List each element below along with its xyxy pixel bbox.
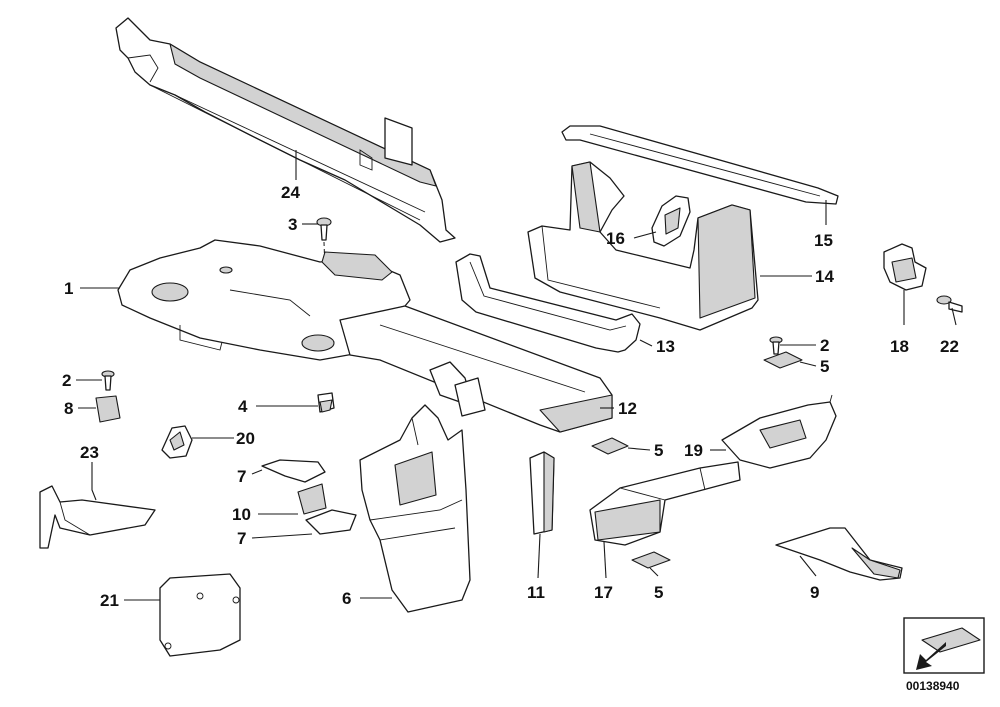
callout-24: 24 [281,183,300,202]
callout-7-upper: 7 [237,467,246,486]
callout-12: 12 [618,399,637,418]
part-1-floor-panel [117,239,411,361]
callout-labels: 24 3 1 2 8 4 20 23 7 10 7 21 6 11 17 5 9… [62,183,959,610]
part-20-bracket [161,425,193,459]
part-22-screw [936,295,963,313]
part-2-screw-left [101,370,115,391]
callout-21: 21 [100,591,119,610]
callout-13: 13 [656,337,675,356]
callout-11: 11 [527,583,545,602]
part-3-screw [316,217,332,241]
part-12-floor-channel [339,305,613,433]
arrow-icon [916,642,946,670]
part-14-heater-box [527,161,759,331]
part-24-air-duct [115,17,456,243]
part-7-clip-upper [261,459,326,483]
callout-18: 18 [890,337,909,356]
part-7-clip-lower [305,509,357,535]
part-5-clip-right [763,351,803,369]
part-13-seal-frame [455,253,641,353]
part-19-shield [721,394,837,469]
callout-17: 17 [594,583,613,602]
callout-7-lower: 7 [237,529,246,548]
callout-2-left: 2 [62,371,71,390]
part-6-duct-housing [359,404,471,613]
view-orientation-symbol [903,617,985,674]
callout-1: 1 [64,279,73,298]
part-15-strap [561,125,839,205]
callout-23: 23 [80,443,99,462]
callout-16: 16 [606,229,625,248]
part-23-bracket-plate [39,485,156,549]
leader-lines [76,150,957,601]
part-9-deflector [775,527,903,581]
callout-20: 20 [236,429,255,448]
part-21-cover-plate [159,573,241,657]
part-11-seal-strip [529,451,555,535]
part-8-grommet [95,395,121,423]
callout-22: 22 [940,337,959,356]
callout-15: 15 [814,231,833,250]
callout-8: 8 [64,399,73,418]
callout-5-center: 5 [654,441,663,460]
callout-4: 4 [238,397,248,416]
callout-9: 9 [810,583,819,602]
part-5-clip-bottom [631,551,671,569]
part-10-clip [297,483,327,515]
part-16-bracket [651,195,691,247]
callout-10: 10 [232,505,251,524]
callout-5-right: 5 [820,357,829,376]
document-id: 00138940 [906,679,960,693]
callout-2-right: 2 [820,336,829,355]
callout-19: 19 [684,441,703,460]
callout-3: 3 [288,215,297,234]
part-17-air-duct [589,461,741,546]
part-18-holder [883,243,927,291]
part-4-clip [317,392,335,413]
callout-5-bottom: 5 [654,583,663,602]
part-5-clip-center [591,437,629,455]
callout-14: 14 [815,267,834,286]
part-2-screw-right [769,336,783,355]
callout-6: 6 [342,589,351,608]
